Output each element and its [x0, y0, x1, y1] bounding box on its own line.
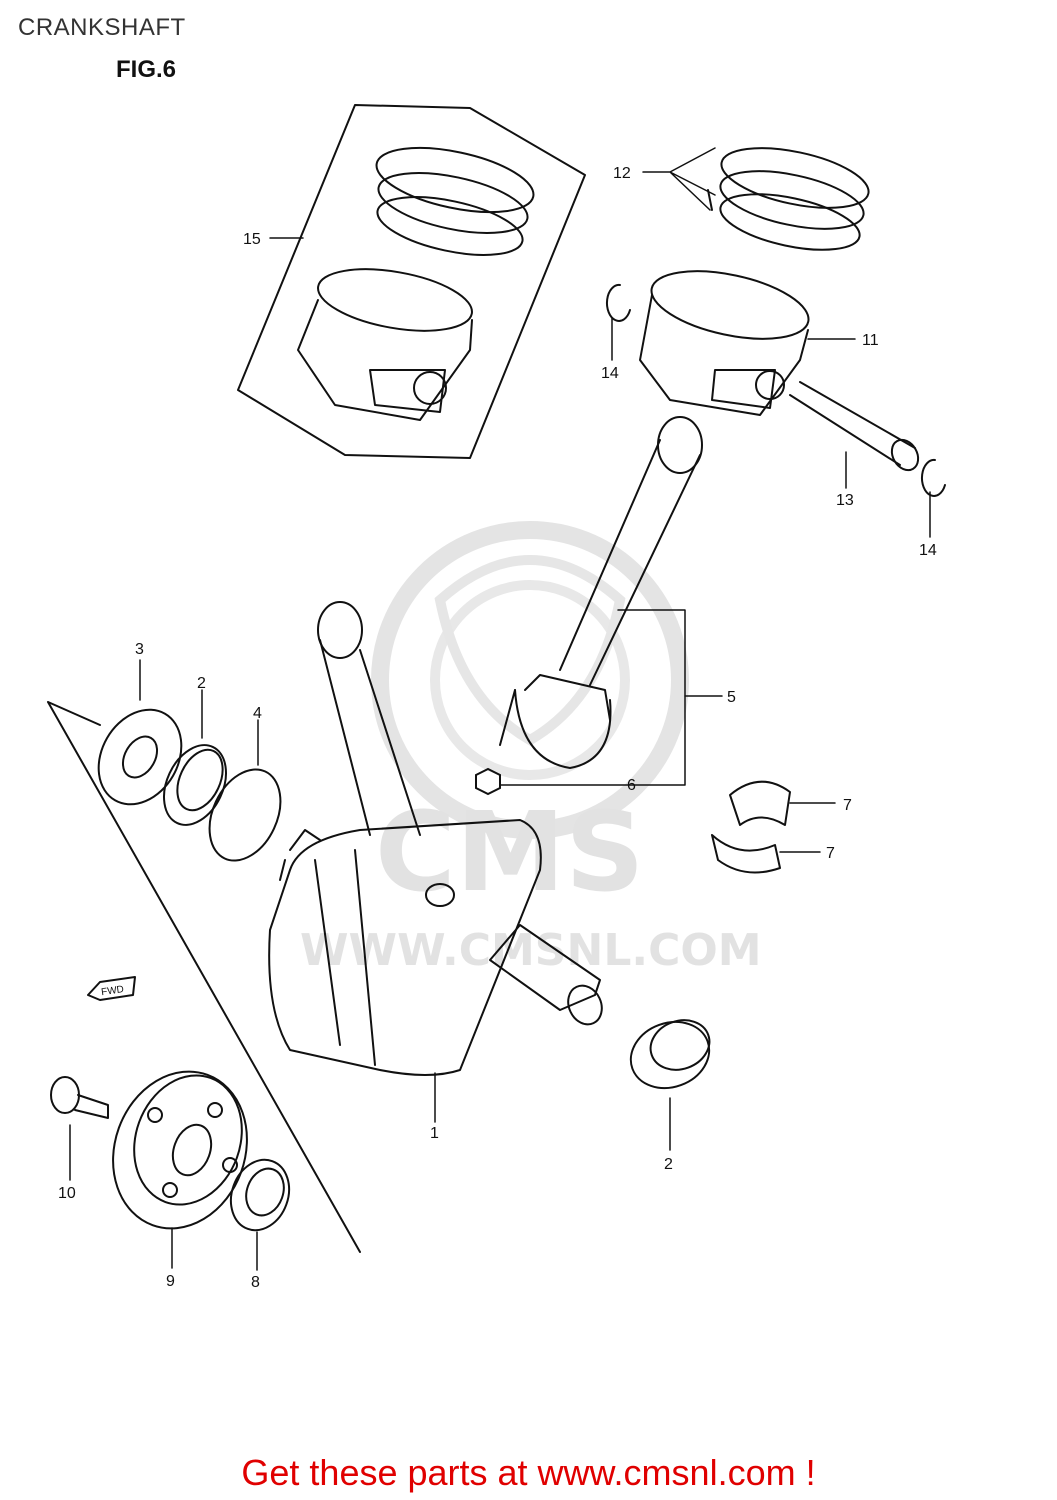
main-bearing-left	[163, 744, 227, 826]
callout-leaders	[69, 147, 931, 1271]
watermark-brand: CMS	[375, 788, 644, 916]
callout-1: 1	[430, 1125, 439, 1142]
figure-label: FIG.6	[116, 56, 177, 83]
watermark: CMS WWW.CMSNL.COM	[300, 521, 762, 976]
callout-2-left: 2	[197, 675, 206, 692]
callout-10: 10	[58, 1185, 76, 1202]
callout-11: 11	[862, 332, 879, 349]
callout-8: 8	[251, 1274, 260, 1291]
piston-pin	[789, 381, 920, 472]
callout-3: 3	[135, 641, 144, 658]
page-title: CRANKSHAFT	[18, 14, 186, 41]
callout-7-upper: 7	[843, 797, 852, 814]
assembly-boundary-line	[47, 701, 361, 1253]
callout-6: 6	[627, 777, 636, 794]
fwd-arrow	[87, 976, 136, 1001]
thrust-washer	[97, 708, 183, 806]
callout-5: 5	[727, 689, 736, 706]
callout-14-lower: 14	[919, 542, 937, 559]
get-parts-link[interactable]: Get these parts at www.cmsnl.com !	[241, 1452, 816, 1493]
piston	[639, 270, 810, 416]
connecting-rod-right	[499, 416, 703, 769]
primary-drive-gear	[112, 1070, 248, 1230]
balancer-drive-gear	[229, 1158, 291, 1232]
gear-bolt	[50, 1076, 109, 1119]
bearing-ring	[208, 768, 282, 862]
circlip-lower	[920, 458, 946, 497]
fwd-label: FWD	[101, 984, 125, 998]
bearing-shell-lower	[711, 834, 781, 874]
rod-nut	[475, 767, 501, 796]
bearing-shell-upper	[729, 780, 791, 826]
callout-9: 9	[166, 1273, 175, 1290]
connecting-rod-left	[317, 601, 421, 836]
piston-rings	[707, 147, 870, 251]
callout-14-upper: 14	[601, 365, 619, 382]
callout-4: 4	[253, 705, 262, 722]
callout-13: 13	[836, 492, 854, 509]
callout-7-lower: 7	[826, 845, 835, 862]
callout-12: 12	[613, 165, 631, 182]
circlip-upper	[605, 283, 631, 322]
piston-assembly-box	[237, 104, 586, 459]
crankshaft	[268, 819, 603, 1076]
main-bearing-right	[629, 1019, 711, 1090]
callout-15: 15	[243, 231, 261, 248]
callout-2-right: 2	[664, 1156, 673, 1173]
